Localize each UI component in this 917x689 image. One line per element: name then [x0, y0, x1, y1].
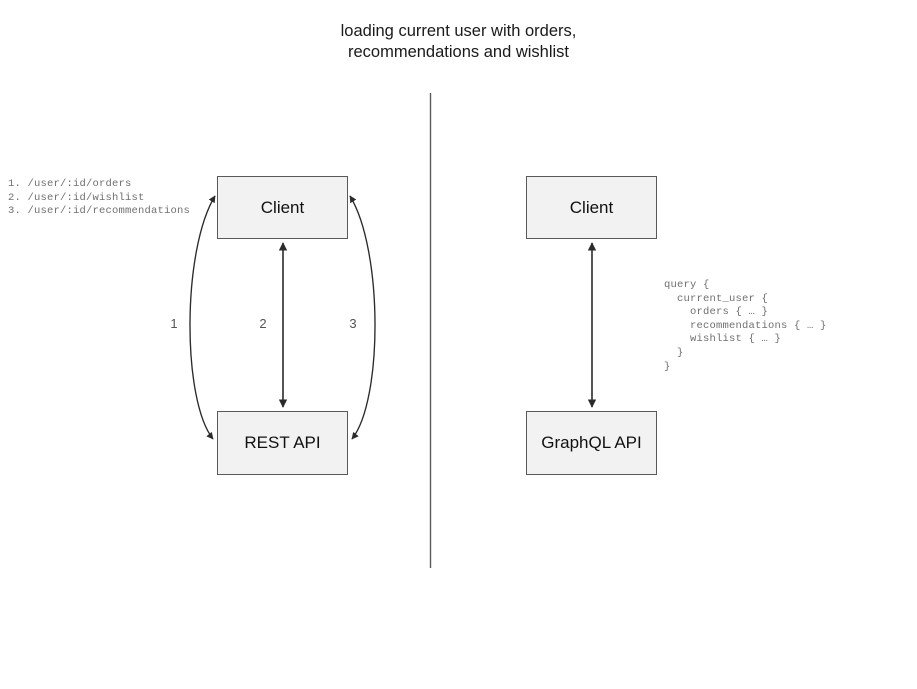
edge-3-curve — [349, 195, 376, 440]
edge-label-2: 2 — [259, 316, 267, 331]
node-rest-client[interactable]: Client — [217, 176, 348, 239]
node-graphql-client[interactable]: Client — [526, 176, 657, 239]
edge-1-curve — [189, 195, 216, 440]
node-graphql-api[interactable]: GraphQL API — [526, 411, 657, 475]
edge-label-1: 1 — [170, 316, 178, 331]
rest-endpoints-list: 1. /user/:id/orders 2. /user/:id/wishlis… — [8, 178, 191, 218]
edge-label-3: 3 — [349, 316, 357, 331]
page-title: loading current user with orders, recomm… — [340, 22, 577, 61]
node-rest-api[interactable]: REST API — [217, 411, 348, 475]
graphql-query-code: query { current_user { orders { … } reco… — [664, 279, 827, 373]
